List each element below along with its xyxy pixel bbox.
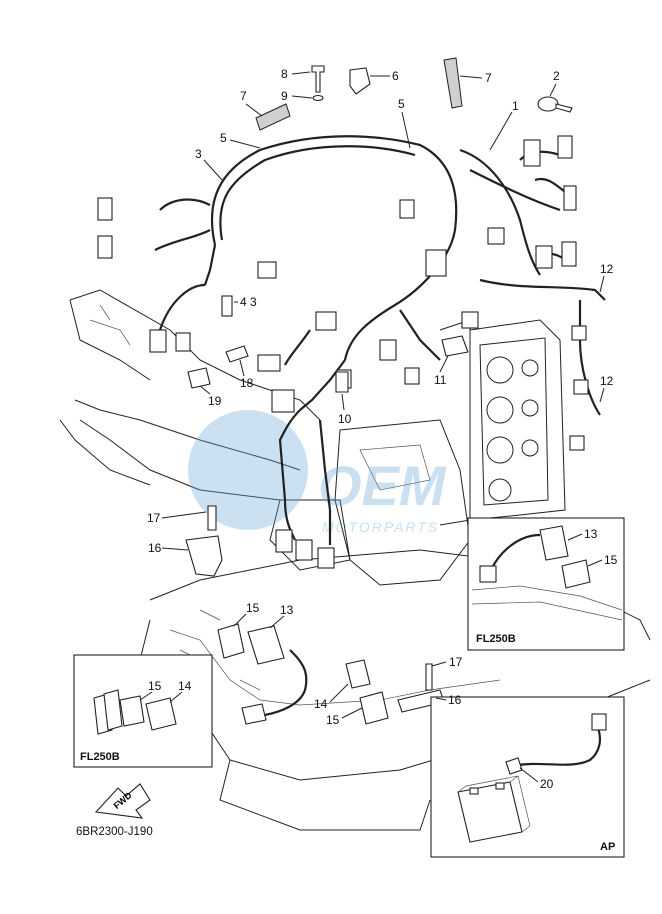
callout-9: 9 xyxy=(281,89,288,103)
connector-block xyxy=(149,329,167,353)
callout-13: 13 xyxy=(280,603,294,617)
callout-4: 4 xyxy=(240,295,247,309)
connector-block xyxy=(97,235,113,259)
callout-18: 18 xyxy=(240,376,254,390)
callout-16a: 16 xyxy=(148,541,162,555)
callout-3b: 3 xyxy=(250,295,257,309)
callout-16b: 16 xyxy=(448,693,462,707)
connector-block xyxy=(399,199,415,219)
callout-14-left: 14 xyxy=(178,679,192,693)
fuse-holder xyxy=(221,295,233,317)
connector-block xyxy=(275,529,293,553)
callout-12a: 12 xyxy=(600,262,614,276)
watermark: OEM MOTORPARTS xyxy=(188,410,447,535)
connector-block xyxy=(561,241,577,267)
holder xyxy=(185,535,223,577)
callout-13-fl250b: 13 xyxy=(584,527,598,541)
connector-block xyxy=(461,311,479,329)
callout-7a: 7 xyxy=(240,89,247,103)
connector-block xyxy=(557,135,573,159)
callout-2: 2 xyxy=(553,69,560,83)
callout-17a: 17 xyxy=(147,511,161,525)
cover-part xyxy=(443,57,463,109)
connector-block xyxy=(317,547,335,569)
connector-block xyxy=(425,249,447,277)
connector-block xyxy=(257,261,277,279)
clamp xyxy=(349,67,371,95)
callout-3a: 3 xyxy=(195,147,202,161)
callout-15b: 15 xyxy=(326,713,340,727)
callout-20: 20 xyxy=(540,777,554,791)
callout-7b: 7 xyxy=(485,71,492,85)
screw xyxy=(207,505,217,531)
connector-block xyxy=(257,354,281,372)
connector-block xyxy=(295,539,313,561)
connector-block xyxy=(569,435,585,451)
connector-block xyxy=(563,185,577,211)
box-label-fl250b-left: FL250B xyxy=(80,751,120,763)
connector-block xyxy=(97,197,113,221)
fwd-arrow-icon xyxy=(94,783,151,819)
callouts: 1 2 3 3 4 5 5 6 7 7 8 9 10 11 12 12 13 xyxy=(147,67,614,727)
connector-block xyxy=(487,227,505,245)
callout-6: 6 xyxy=(392,69,399,83)
battery xyxy=(457,781,523,843)
sensor xyxy=(187,367,211,389)
connector-block xyxy=(535,245,553,269)
sensor xyxy=(225,345,249,363)
connector-block xyxy=(271,389,295,413)
grommet-seal xyxy=(217,623,245,659)
connector-block xyxy=(379,339,397,361)
callout-19: 19 xyxy=(208,394,222,408)
inset-box-ap: 20 AP xyxy=(430,696,625,858)
grommet xyxy=(247,625,285,665)
connector-block xyxy=(523,139,541,167)
cover-part xyxy=(255,103,291,131)
callout-1: 1 xyxy=(512,99,519,113)
box-label-fl250b-right: FL250B xyxy=(476,633,516,645)
inset-box-fl250b-right: 13 15 FL250B xyxy=(467,517,625,651)
bolt xyxy=(311,65,325,93)
watermark-subtext: MOTORPARTS xyxy=(322,519,439,535)
callout-15-fl250b: 15 xyxy=(604,553,618,567)
callout-12b: 12 xyxy=(600,374,614,388)
washer xyxy=(312,94,324,102)
band xyxy=(537,96,559,112)
connector-block xyxy=(404,367,420,385)
connector-block xyxy=(573,379,589,395)
callout-15-left: 15 xyxy=(148,679,162,693)
seal xyxy=(359,691,389,725)
connector-block xyxy=(315,311,337,331)
connector-block xyxy=(571,325,587,341)
callout-10: 10 xyxy=(338,412,352,426)
connectors: FWD xyxy=(94,57,589,819)
connector-block xyxy=(175,332,191,352)
box-label-ap: AP xyxy=(600,841,615,853)
callout-8: 8 xyxy=(281,67,288,81)
cap xyxy=(345,659,371,689)
inset-box-fl250b-left: 15 14 FL250B xyxy=(73,654,213,768)
callout-14: 14 xyxy=(314,697,328,711)
watermark-text: OEM xyxy=(318,454,447,517)
callout-5a: 5 xyxy=(220,131,227,145)
callout-17b: 17 xyxy=(449,655,463,669)
callout-11: 11 xyxy=(434,373,447,387)
callout-5b: 5 xyxy=(398,97,405,111)
part-code: 6BR2300-J190 xyxy=(76,826,153,838)
screw xyxy=(425,663,433,691)
callout-15: 15 xyxy=(246,601,260,615)
